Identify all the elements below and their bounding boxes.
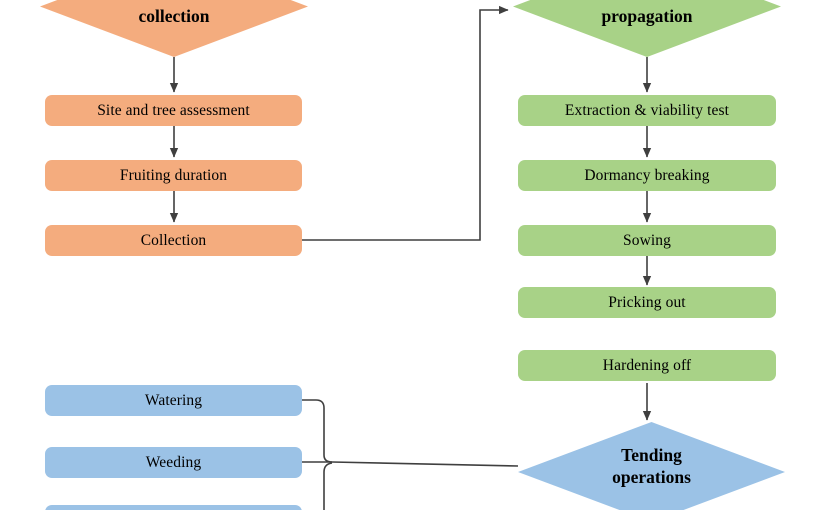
seed-propagation-diamond-shape [513,0,781,57]
stage-tending-operations[interactable]: Tending operations [518,422,785,510]
seed-collection-label-line1: Seed [40,0,308,5]
step-sowing[interactable]: Sowing [518,225,776,256]
seed-collection-label: Seed collection [40,0,308,28]
line-watering-to-tending [302,399,333,463]
seed-propagation-label-line2: propagation [601,6,693,27]
step-pricking-out[interactable]: Pricking out [518,287,776,318]
tending-operations-label-line1: Tending [621,445,682,465]
arrow-collection-to-seedpropagation [302,5,509,241]
stage-seed-propagation[interactable]: Seed propagation [513,0,781,57]
seed-propagation-label-line1: Seed [513,0,781,5]
seed-collection-diamond-shape [40,0,308,57]
line-tending-rail-to-diamond [331,461,519,467]
tending-operations-label-line2: operations [612,467,691,488]
stage-seed-collection[interactable]: Seed collection [40,0,308,57]
step-third-tending[interactable] [45,505,302,510]
step-site-and-tree-assessment[interactable]: Site and tree assessment [45,95,302,126]
step-extraction-viability-test[interactable]: Extraction & viability test [518,95,776,126]
step-weeding[interactable]: Weeding [45,447,302,478]
step-hardening-off[interactable]: Hardening off [518,350,776,381]
step-collection[interactable]: Collection [45,225,302,256]
tending-operations-diamond-shape [518,422,785,510]
line-thirdtending-to-tending [323,462,333,510]
seed-collection-label-line2: collection [138,6,210,27]
tending-operations-label: Tending operations [518,444,785,489]
step-dormancy-breaking[interactable]: Dormancy breaking [518,160,776,191]
seed-propagation-label: Seed propagation [513,0,781,28]
step-fruiting-duration[interactable]: Fruiting duration [45,160,302,191]
step-watering[interactable]: Watering [45,385,302,416]
